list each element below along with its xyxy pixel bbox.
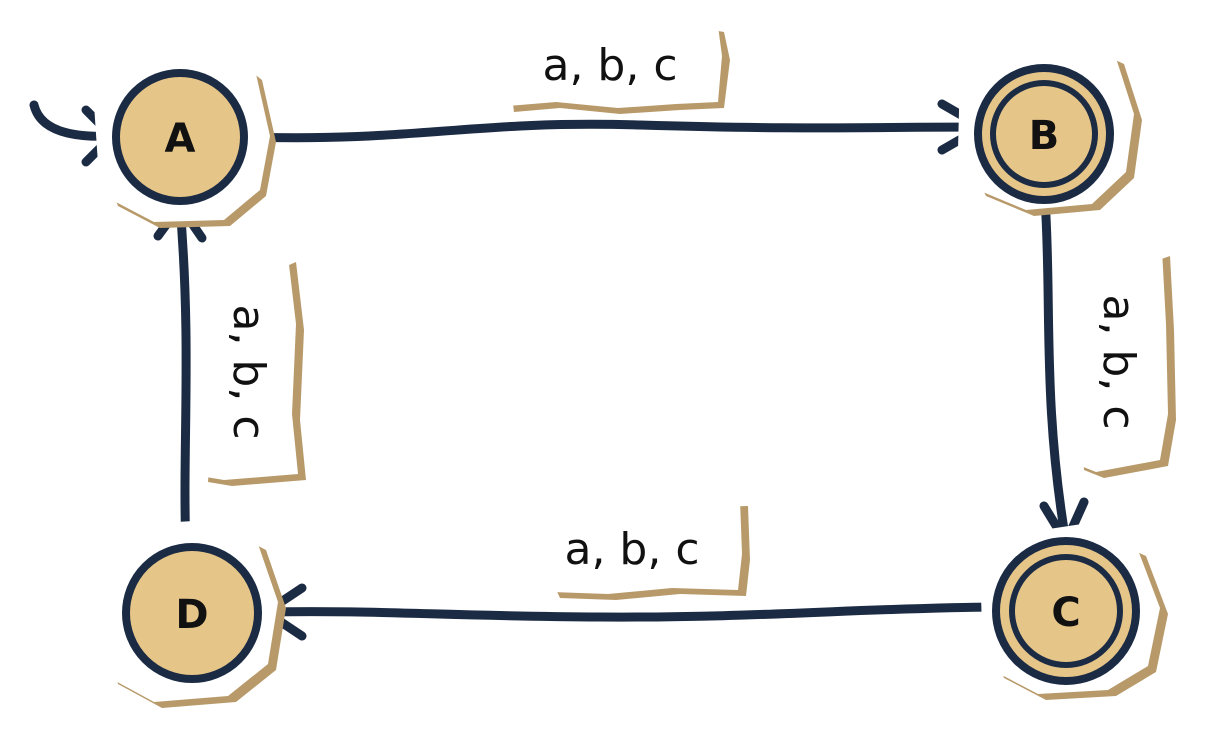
transition-d-to-a [153,201,207,553]
state-node-c: C [980,524,1168,700]
edge-label-text: a, b, c [223,304,274,439]
state-node-b: B [958,38,1142,216]
state-label: C [1051,590,1080,636]
state-node-a: A [94,38,276,228]
edge-label-text: a, b, c [1093,294,1144,429]
state-node-d: D [96,520,286,708]
transition-label-d-to-a: a, b, c [200,256,306,486]
state-label: B [1029,113,1060,159]
state-label: A [165,116,196,162]
transition-label-b-to-c: a, b, c [1070,250,1176,478]
edge-label-text: a, b, c [542,40,677,91]
transition-label-c-to-d: a, b, c [532,494,750,600]
state-label: D [175,592,208,638]
transition-label-a-to-b: a, b, c [500,20,730,114]
edge-label-text: a, b, c [564,524,699,575]
